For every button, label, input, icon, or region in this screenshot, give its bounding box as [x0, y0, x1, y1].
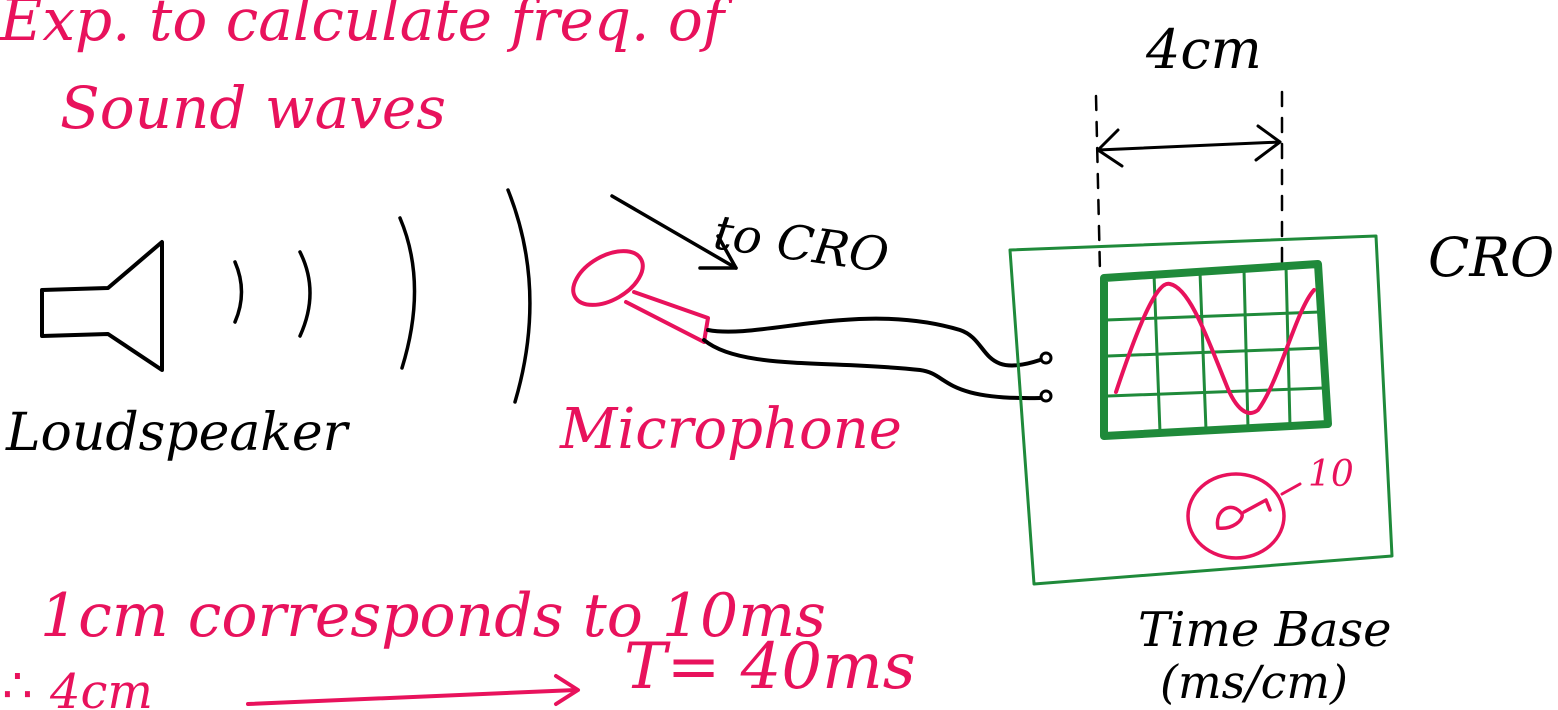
cro-housing: [1008, 234, 1394, 586]
scale-note: 1cm corresponds to 10ms: [40, 581, 826, 651]
heading-line-2: Sound waves: [60, 74, 446, 142]
time-base-dial[interactable]: [1186, 472, 1302, 560]
result-arrow: [246, 674, 580, 706]
result-value: T= 40ms: [624, 630, 916, 704]
loudspeaker-icon: [40, 240, 164, 372]
loudspeaker-label: Loudspeaker: [5, 403, 351, 463]
dial-value-label: 10: [1308, 454, 1354, 495]
heading-line-1: Exp. to calculate freq. of: [0, 0, 734, 54]
width-dimension: [1094, 90, 1284, 274]
therefore-symbol: ∴: [2, 658, 33, 710]
sound-waves: [233, 188, 532, 404]
to-cro-label: to CRO: [710, 204, 892, 284]
result-prefix: 4cm: [49, 664, 153, 710]
microphone-icon: [571, 249, 710, 344]
time-base-label: Time Base: [1138, 602, 1391, 658]
cro-screen: [1100, 260, 1332, 440]
width-label: 4cm: [1145, 18, 1262, 81]
cro-label: CRO: [1428, 226, 1554, 289]
waveform-trace: [1114, 281, 1316, 415]
to-cro-arrow: [610, 194, 738, 270]
microphone-label: Microphone: [559, 397, 902, 462]
time-base-unit-label: (ms/cm): [1160, 655, 1348, 709]
microphone-cable: [702, 316, 1053, 403]
